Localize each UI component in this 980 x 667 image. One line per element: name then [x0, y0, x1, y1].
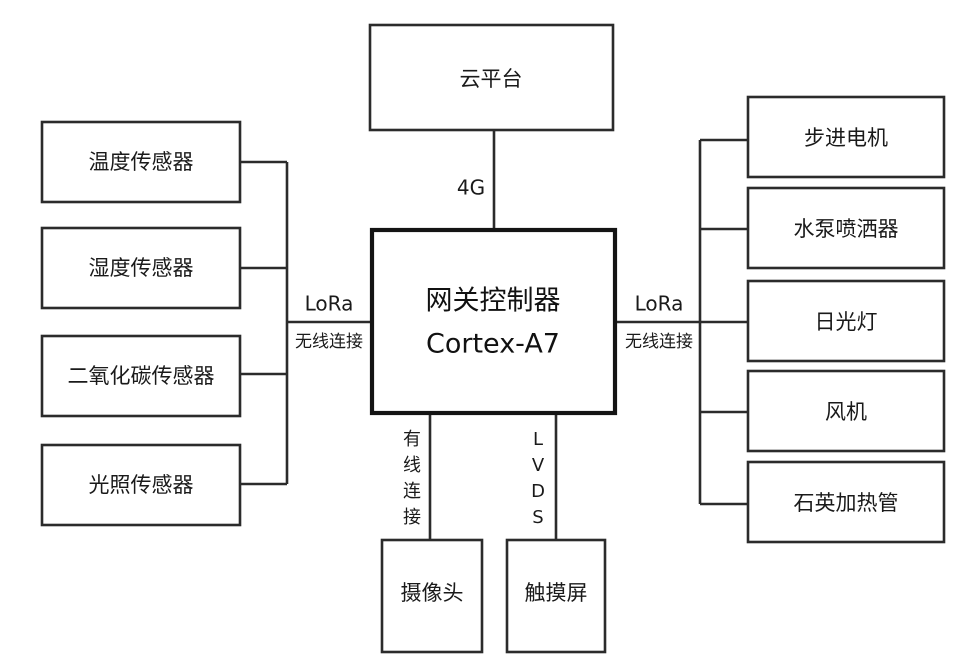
edge-label-touchscreen-lvds-char-0: L: [533, 429, 543, 450]
sensor-2-box: [40, 226, 242, 310]
node-actuator-1[interactable]: 步进电机: [746, 95, 946, 179]
actuator-1-label: 步进电机: [804, 126, 888, 150]
gateway-controller-label-line2: Cortex-A7: [426, 329, 560, 360]
touchscreen-box: [505, 538, 607, 654]
node-cloud-platform[interactable]: 云平台: [368, 23, 615, 132]
edge-label-camera-wired-char-2: 连: [403, 481, 421, 502]
node-actuator-3[interactable]: 日光灯: [746, 279, 946, 363]
node-sensor-1[interactable]: 温度传感器: [40, 120, 242, 204]
actuator-2-box: [746, 186, 946, 270]
node-actuator-4[interactable]: 风机: [746, 369, 946, 453]
actuator-2-label: 水泵喷洒器: [794, 217, 899, 241]
gateway-controller-label-line1: 网关控制器: [426, 286, 561, 317]
edge-label-touchscreen-lvds-char-2: D: [531, 481, 545, 502]
edge-label-touchscreen-lvds-char-3: S: [532, 507, 543, 528]
edge-label-camera-wired-char-3: 接: [403, 507, 421, 528]
edge-label-left-wireless: 无线连接: [295, 332, 363, 352]
node-actuator-5[interactable]: 石英加热管: [746, 460, 946, 544]
node-sensor-3[interactable]: 二氧化碳传感器: [40, 334, 242, 418]
sensor-1-box: [40, 120, 242, 204]
camera-box: [380, 538, 484, 654]
edge-label-4g: 4G: [457, 176, 485, 200]
edge-label-right-lora: LoRa: [635, 292, 684, 316]
actuator-3-box: [746, 279, 946, 363]
cloud-platform-box: [368, 23, 615, 132]
actuator-1-box: [746, 95, 946, 179]
actuator-4-label: 风机: [825, 400, 867, 424]
camera-label: 摄像头: [401, 581, 464, 605]
edge-label-camera-wired: 有 线 连 接: [403, 429, 421, 528]
node-sensor-2[interactable]: 湿度传感器: [40, 226, 242, 310]
actuator-3-label: 日光灯: [815, 310, 878, 334]
sensor-4-label: 光照传感器: [89, 473, 194, 497]
node-touchscreen[interactable]: 触摸屏: [505, 538, 607, 654]
sensor-4-box: [40, 443, 242, 527]
node-camera[interactable]: 摄像头: [380, 538, 484, 654]
edge-label-touchscreen-lvds-char-1: V: [532, 455, 545, 476]
gateway-controller-box: [369, 227, 618, 416]
actuator-5-box: [746, 460, 946, 544]
node-actuator-2[interactable]: 水泵喷洒器: [746, 186, 946, 270]
edge-label-right-wireless: 无线连接: [625, 332, 693, 352]
edge-label-camera-wired-char-1: 线: [403, 455, 421, 476]
sensor-1-label: 温度传感器: [89, 150, 194, 174]
actuator-4-box: [746, 369, 946, 453]
edge-label-camera-wired-char-0: 有: [403, 429, 421, 450]
node-gateway-controller[interactable]: 网关控制器 Cortex-A7: [369, 227, 618, 416]
node-sensor-4[interactable]: 光照传感器: [40, 443, 242, 527]
sensor-2-label: 湿度传感器: [89, 256, 194, 280]
actuator-5-label: 石英加热管: [794, 491, 899, 515]
edge-label-touchscreen-lvds: L V D S: [531, 429, 545, 528]
edge-label-left-lora: LoRa: [305, 292, 354, 316]
sensor-3-box: [40, 334, 242, 418]
sensor-3-label: 二氧化碳传感器: [68, 364, 215, 388]
touchscreen-label: 触摸屏: [525, 581, 588, 605]
cloud-platform-label: 云平台: [460, 67, 523, 91]
